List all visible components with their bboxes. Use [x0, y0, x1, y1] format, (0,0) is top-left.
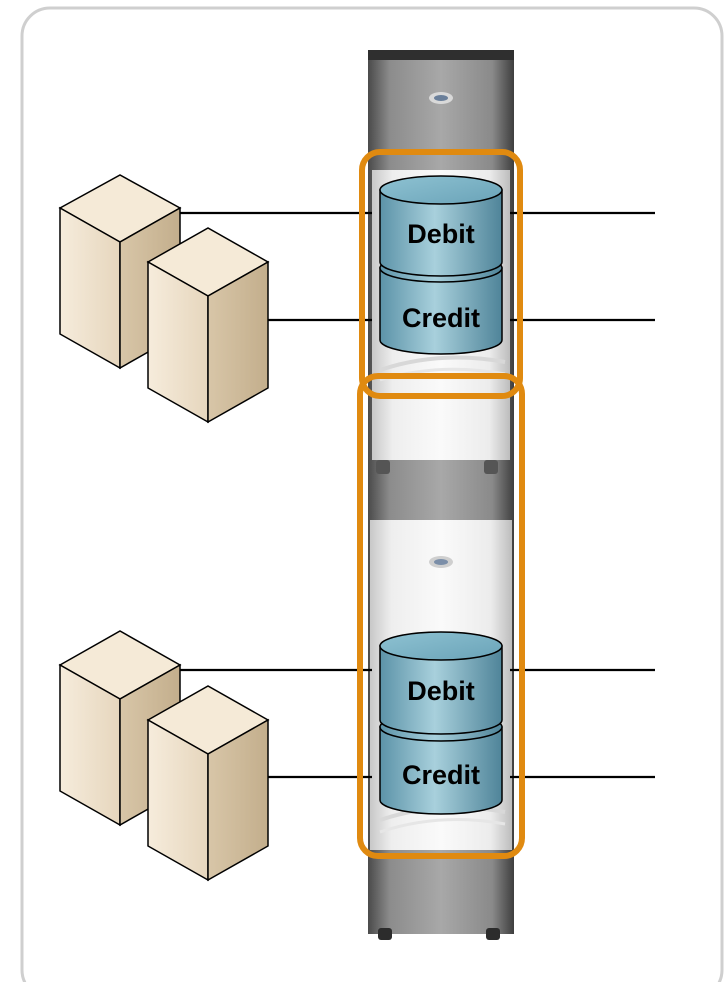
database-upper-debit-label: Debit [407, 219, 475, 249]
database-lower-debit-label: Debit [407, 676, 475, 706]
client-server-group-lower [58, 630, 270, 882]
connector-lines [180, 211, 655, 779]
highlight-outline-upper [359, 149, 523, 399]
database-lower: Debit Credit [379, 631, 503, 815]
database-upper-credit-label: Credit [402, 303, 480, 333]
highlight-outline-lower [357, 373, 525, 859]
client-server-group-upper [58, 174, 270, 424]
database-lower-credit-label: Credit [402, 760, 480, 790]
tower-server-icon [146, 685, 270, 882]
tower-server-icon [146, 227, 270, 424]
database-upper: Debit Credit [379, 175, 503, 355]
